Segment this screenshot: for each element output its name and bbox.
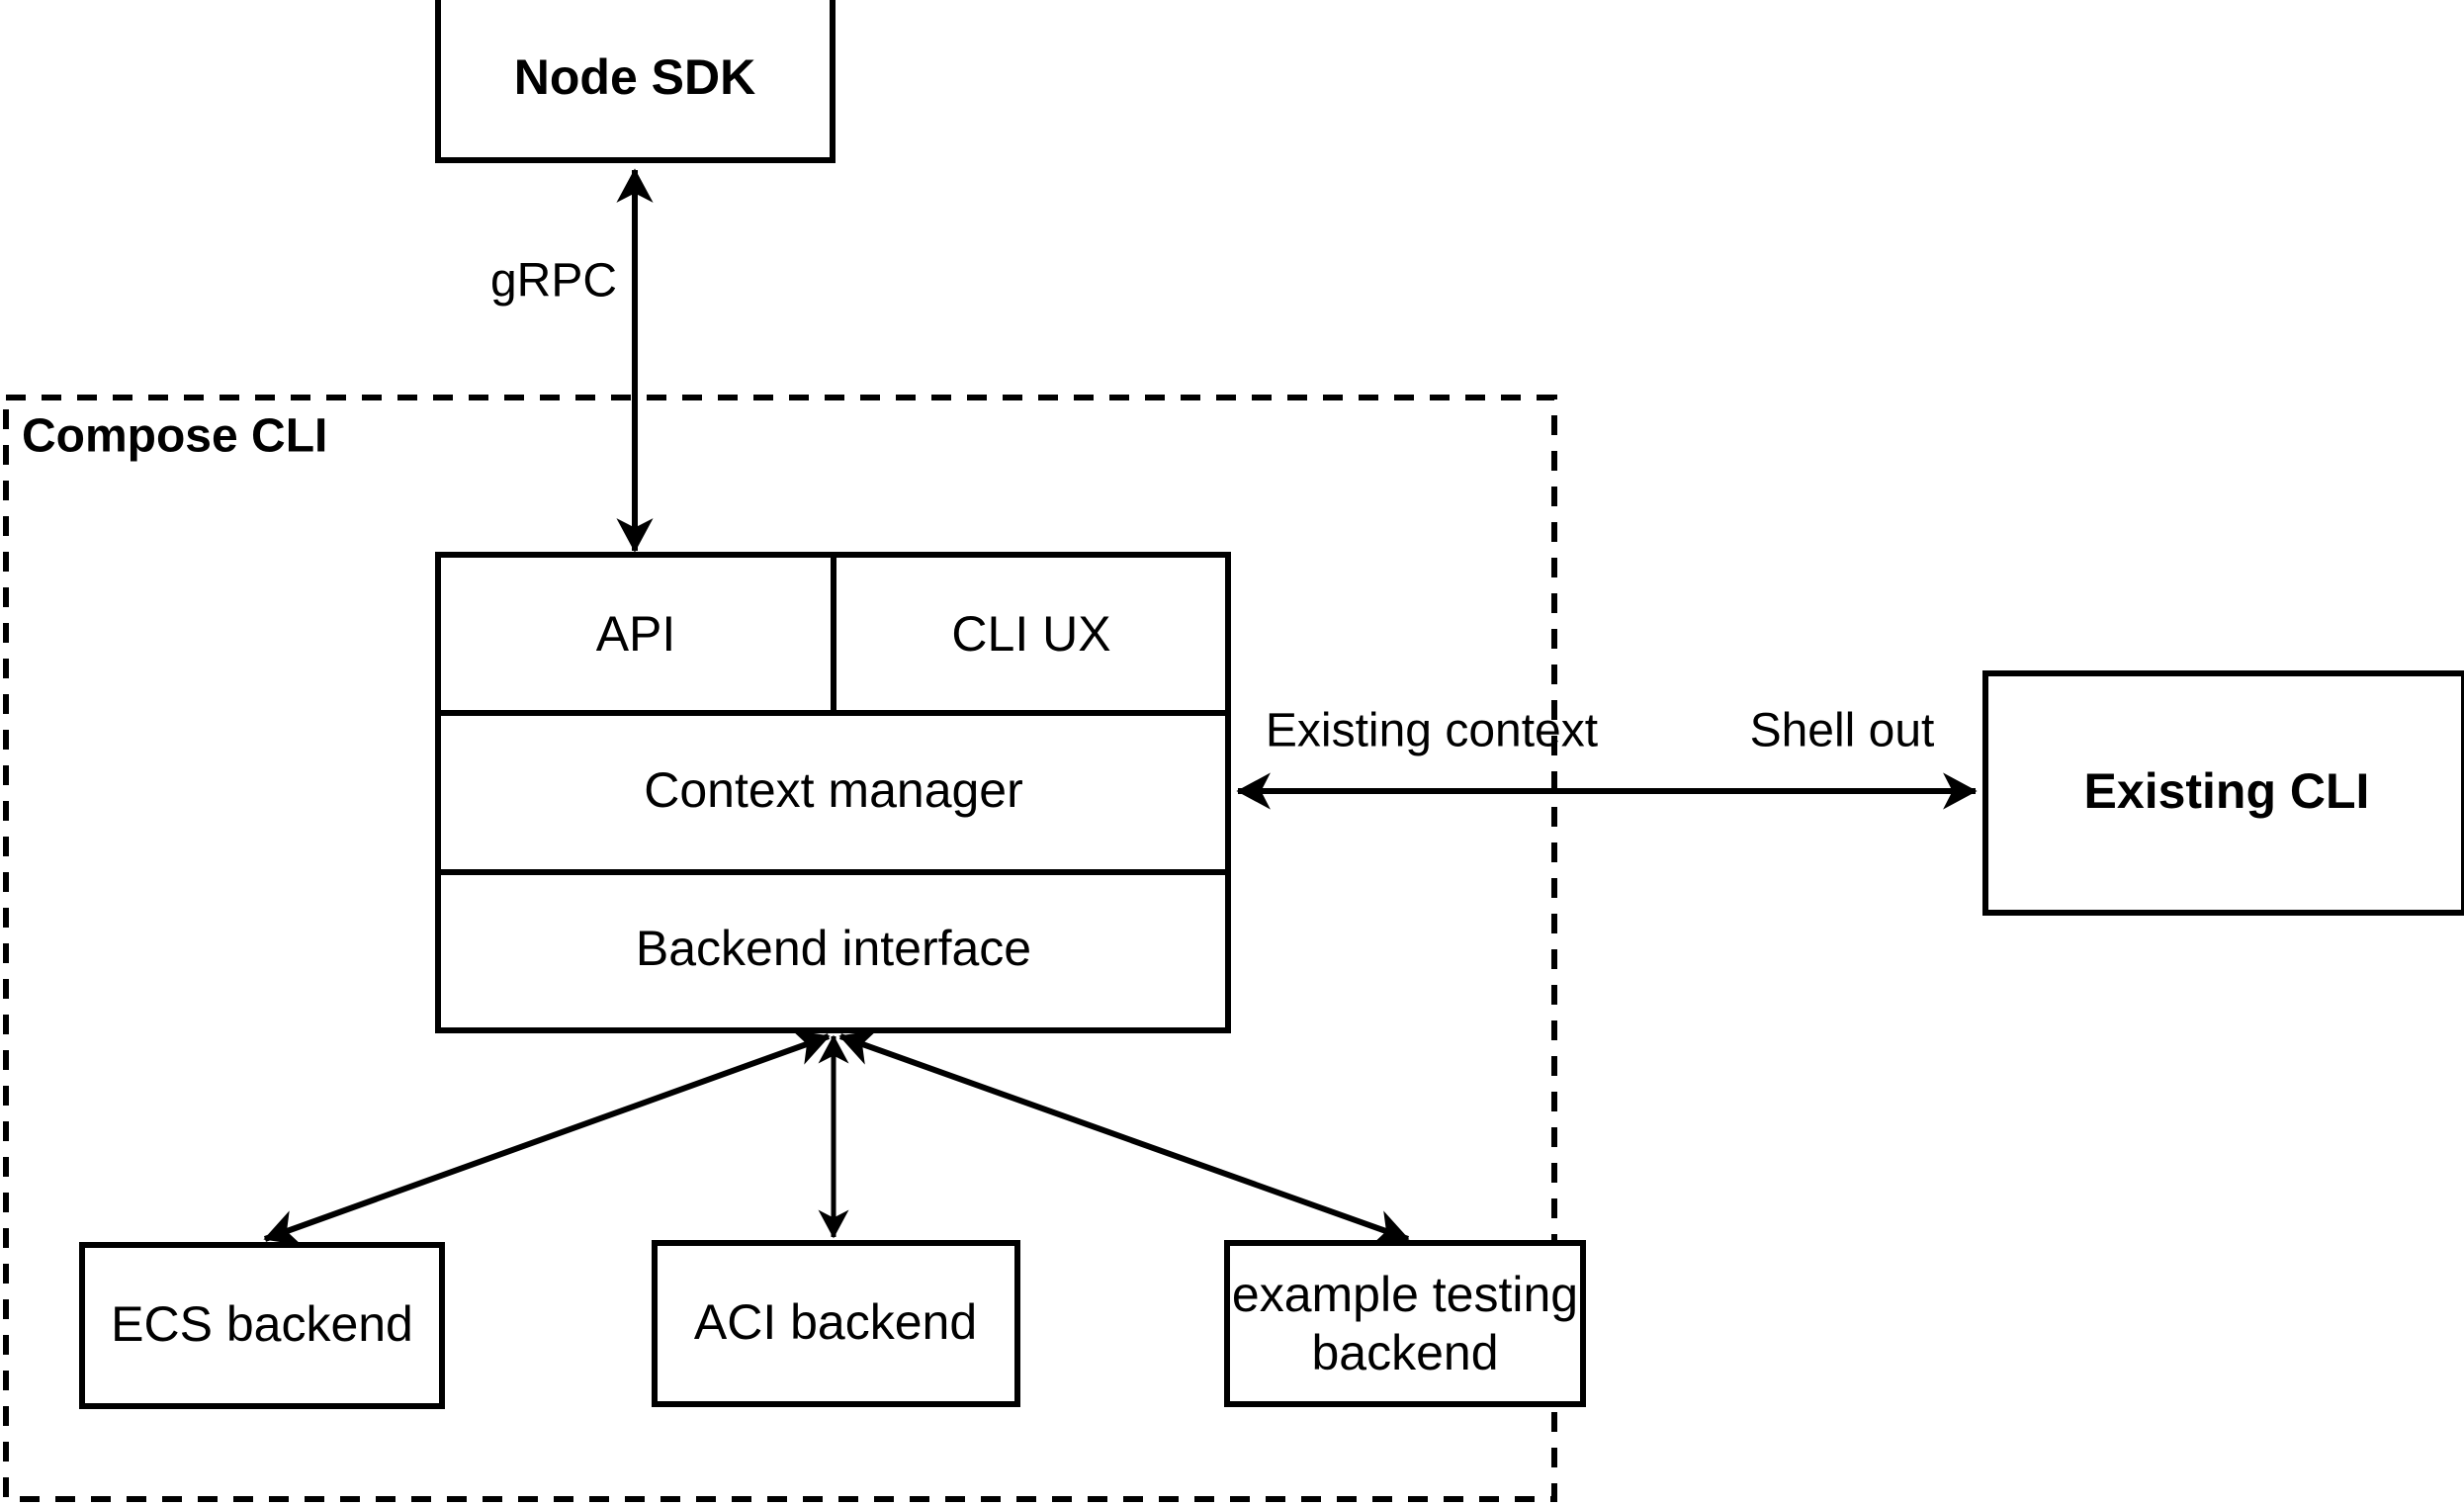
compose-cli-core-stack: API CLI UX Context manager Backend inter… — [435, 552, 1231, 1033]
cli-ux-label: CLI UX — [951, 606, 1110, 662]
node-sdk-label: Node SDK — [514, 49, 755, 105]
cli-ux-cell[interactable]: CLI UX — [951, 606, 1110, 662]
existing-cli-box-shape[interactable] — [1982, 670, 2464, 916]
compose-cli-group: Compose CLI — [3, 395, 1557, 1502]
compose-cli-group-border — [3, 395, 1557, 1502]
context-manager-label: Context manager — [644, 762, 1023, 818]
aci-backend-label: ACI backend — [694, 1294, 977, 1350]
api-label: API — [596, 606, 676, 662]
context-manager-cell[interactable]: Context manager — [644, 762, 1023, 818]
ecs-backend-box[interactable]: ECS backend — [79, 1242, 445, 1409]
api-cell[interactable]: API — [596, 606, 676, 662]
arrow-to-ecs-backend — [263, 1029, 831, 1246]
example-testing-backend-box-shape[interactable] — [1224, 1240, 1586, 1407]
example-testing-backend-box[interactable]: example testing backend — [1224, 1240, 1586, 1407]
existing-cli-label: Existing CLI — [2084, 763, 2370, 819]
example-testing-backend-label-line1: example testing — [1232, 1267, 1578, 1322]
ecs-backend-label: ECS backend — [111, 1296, 413, 1352]
node-sdk-box[interactable]: Node SDK — [435, 0, 836, 163]
edge-backend-fanout — [263, 1029, 1410, 1246]
example-testing-backend-label-line2: backend — [1311, 1325, 1498, 1380]
existing-context-edge-label: Existing context — [1266, 705, 1598, 757]
backend-interface-cell[interactable]: Backend interface — [636, 921, 1031, 976]
edge-existing-cli: Existing context Shell out — [1236, 705, 1978, 810]
grpc-edge-label: gRPC — [490, 255, 617, 308]
shell-out-edge-label: Shell out — [1750, 705, 1935, 757]
ecs-backend-box-shape[interactable] — [79, 1242, 445, 1409]
arrow-to-example-testing-backend — [838, 1029, 1410, 1246]
backend-interface-label: Backend interface — [636, 921, 1031, 976]
compose-cli-group-label: Compose CLI — [22, 410, 327, 463]
aci-backend-box-shape[interactable] — [652, 1240, 1020, 1407]
aci-backend-box[interactable]: ACI backend — [652, 1240, 1020, 1407]
edge-grpc: gRPC — [490, 168, 654, 553]
existing-cli-box[interactable]: Existing CLI — [1982, 670, 2464, 916]
node-sdk-box-shape[interactable] — [435, 0, 836, 163]
